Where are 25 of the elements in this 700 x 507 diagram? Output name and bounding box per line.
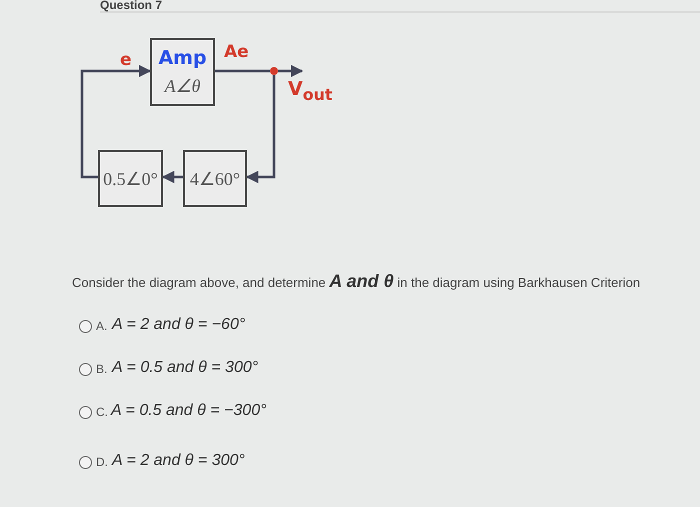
signal-arrow [278,64,304,78]
block-title: Amp [158,47,207,69]
question-heading: Question 7 [100,0,162,12]
answer-option: A = 0.5 and θ = 300° [112,359,258,377]
option-letter: C. [96,405,108,419]
answer-option: A = 2 and θ = 300° [112,452,245,470]
feedback-block [183,150,247,207]
option-letter: B. [96,362,108,376]
transfer-function: 0.5∠0° [103,168,158,190]
question-text: Consider the diagram above, and determine A and θ in the diagram using Barkhausen Criterion [72,271,640,292]
option-letter: D. [96,455,108,469]
signal-arrow [162,170,183,184]
option-letter: A. [96,319,108,333]
signal-arrow [80,64,152,178]
signal-label: V$_{out}$ [288,78,332,104]
signal-label: Ae [224,42,249,62]
signal-label: e [120,50,132,70]
transfer-function: A∠θ [164,75,200,97]
amplifier-block [150,38,215,106]
answer-option: A = 2 and θ = −60° [112,316,246,334]
signal-arrow [246,75,276,184]
transfer-function: 4∠60° [190,168,240,190]
junction-dot [270,67,278,75]
answer-option: A = 0.5 and θ = −300° [111,402,266,420]
feedback-block [98,150,163,207]
